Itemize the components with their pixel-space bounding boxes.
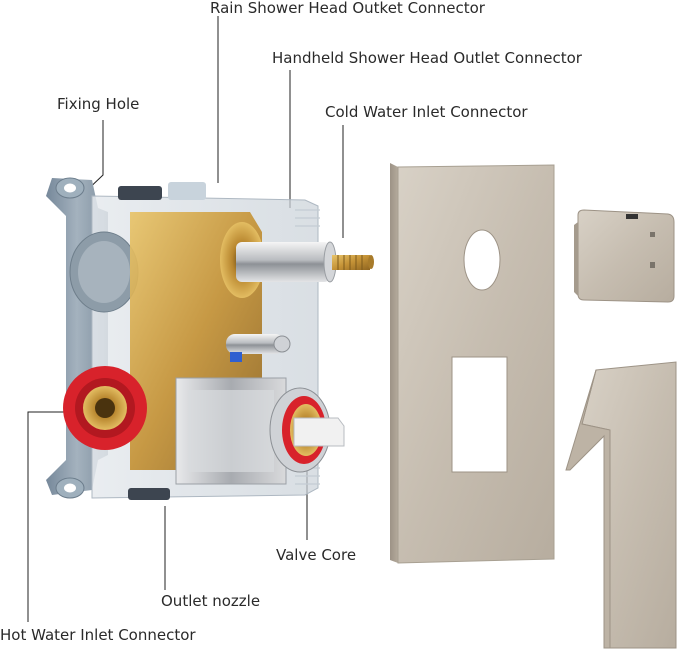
lever-handle-face <box>581 361 677 649</box>
trim-plate-edge <box>390 163 398 563</box>
trim-plate <box>390 163 555 564</box>
middle-tube-end <box>273 335 291 353</box>
lever-handle-side <box>565 369 611 649</box>
diverter-knob-body <box>577 209 675 303</box>
diverter-knob-slot <box>626 214 638 219</box>
valve-body <box>46 177 374 500</box>
label-rain-outlet: Rain Shower Head Outket Connector <box>210 0 485 17</box>
label-fixing-hole: Fixing Hole <box>57 95 140 113</box>
cold-inlet-tip <box>368 255 374 269</box>
thread-lines <box>337 255 363 270</box>
label-outlet-nozzle: Outlet nozzle <box>161 592 261 610</box>
label-hot-inlet: Hot Water Inlet Connector <box>0 626 196 644</box>
fixing-hole-bottom-opening <box>64 483 76 493</box>
label-cold-inlet: Cold Water Inlet Connector <box>325 103 528 121</box>
fixing-hole-top-opening <box>64 183 76 193</box>
top-cap-dark <box>118 186 162 200</box>
label-valve-core: Valve Core <box>276 546 357 564</box>
diverter-knob-side <box>574 222 578 296</box>
cold-marker <box>230 352 242 362</box>
blanking-plug-face <box>78 241 130 303</box>
bottom-nozzle <box>128 488 170 500</box>
hot-inlet-bore <box>95 398 115 418</box>
lever-handle <box>565 361 677 649</box>
cold-inlet-pipe <box>236 242 330 282</box>
diverter-knob <box>574 209 675 303</box>
label-handheld-outlet: Handheld Shower Head Outlet Connector <box>272 49 582 67</box>
handheld-symbol-icon <box>650 262 655 268</box>
trim-plate-round-hole <box>463 229 501 291</box>
cold-inlet-thread <box>332 255 370 270</box>
rain-symbol-icon <box>650 232 655 237</box>
middle-tube <box>226 334 284 354</box>
top-cap-light <box>168 182 206 200</box>
valve-stem <box>293 417 345 447</box>
trim-plate-square-hole <box>451 356 508 473</box>
valve-block-face <box>188 390 274 472</box>
